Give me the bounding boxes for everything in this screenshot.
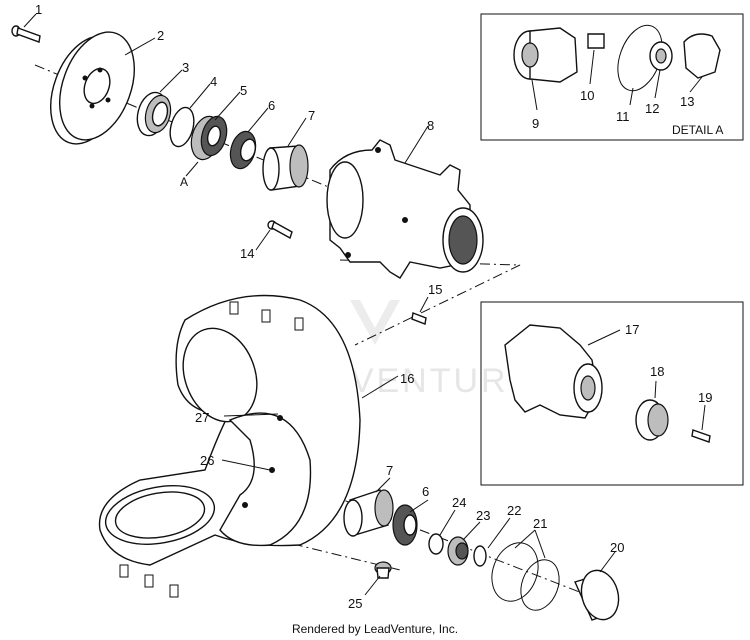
label-part-6-lower: 6	[422, 484, 429, 499]
brake-disc-part-2	[50, 31, 135, 145]
label-part-1: 1	[35, 2, 42, 17]
nipple-part-25	[374, 561, 392, 579]
cap-part-20	[574, 569, 620, 621]
bolt-part-14	[267, 220, 293, 240]
part-number-labels: 1 2 3 4 5 6 7 8 9 10 11 12 13 14 15 16 1…	[35, 2, 723, 611]
seal-part-3	[136, 91, 172, 137]
tire-part-16	[98, 294, 361, 598]
label-part-26: 26	[200, 453, 214, 468]
label-part-3: 3	[182, 60, 189, 75]
label-part-5: 5	[240, 83, 247, 98]
label-part-15: 15	[428, 282, 442, 297]
label-part-9: 9	[532, 116, 539, 131]
label-part-27: 27	[195, 410, 209, 425]
label-part-2: 2	[157, 28, 164, 43]
label-part-20: 20	[610, 540, 624, 555]
clutch-part-5	[190, 115, 228, 161]
label-part-10: 10	[580, 88, 594, 103]
bearing-race-part-7	[262, 144, 309, 191]
label-part-6: 6	[268, 98, 275, 113]
bolt-part-15	[411, 312, 427, 325]
label-part-8: 8	[427, 118, 434, 133]
label-part-23: 23	[476, 508, 490, 523]
detail-hub-box	[480, 301, 744, 486]
nut-part-23	[447, 536, 469, 566]
detail-a-title: DETAIL A	[672, 123, 723, 137]
label-part-11: 11	[616, 109, 630, 124]
rim-part	[219, 412, 312, 547]
ring-part-4	[169, 106, 195, 148]
label-part-19: 19	[698, 390, 712, 405]
clip-part-22	[473, 545, 487, 567]
detail-a-parts	[513, 24, 721, 92]
oring-part-21b	[520, 559, 560, 611]
label-part-14: 14	[240, 246, 254, 261]
hub-part-8	[326, 139, 484, 279]
bearing-race-part-7-lower	[343, 489, 394, 537]
label-part-24: 24	[452, 495, 466, 510]
label-part-21: 21	[533, 516, 547, 531]
label-part-16: 16	[400, 371, 414, 386]
label-part-25: 25	[348, 596, 362, 611]
roller-bearing-part-6	[229, 130, 257, 170]
label-part-17: 17	[625, 322, 639, 337]
axis-line-lower-2	[214, 524, 401, 571]
label-part-13: 13	[680, 94, 694, 109]
label-part-22: 22	[507, 503, 521, 518]
label-part-12: 12	[645, 101, 659, 116]
callout-a: A	[180, 175, 188, 189]
hub-detail-parts	[504, 324, 711, 443]
washer-part-24	[428, 533, 444, 555]
bolt-part-1	[11, 25, 41, 43]
roller-bearing-part-6-lower	[392, 504, 418, 546]
label-part-7: 7	[308, 108, 315, 123]
detail-a-box	[480, 13, 744, 141]
label-part-4: 4	[210, 74, 217, 89]
label-part-7-lower: 7	[386, 463, 393, 478]
leader-lines	[23, 13, 706, 596]
label-part-18: 18	[650, 364, 664, 379]
credit-line: Rendered by LeadVenture, Inc.	[291, 622, 459, 636]
oring-part-21a	[491, 542, 539, 602]
